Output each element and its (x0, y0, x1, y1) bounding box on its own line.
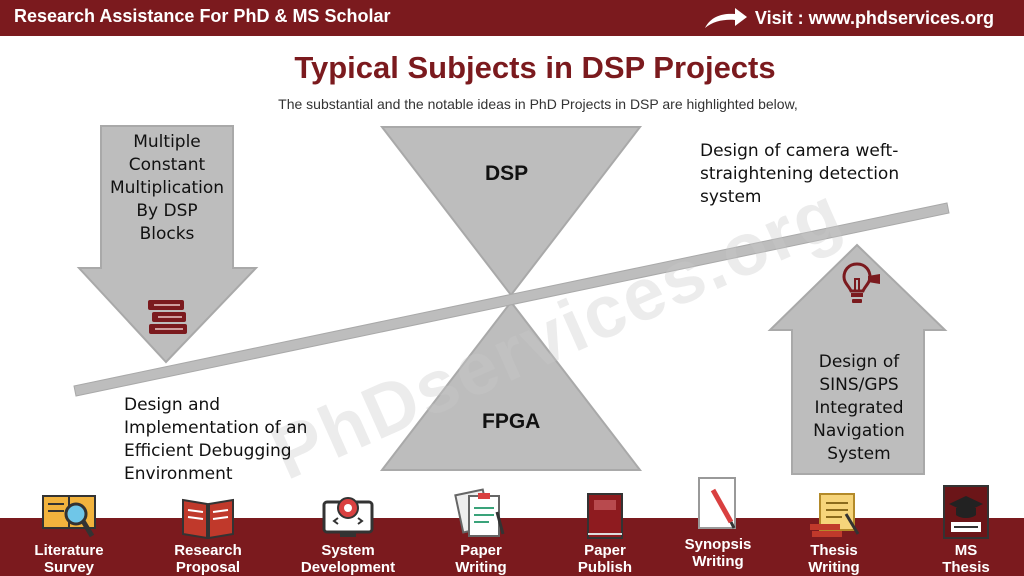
footer-label: Research Proposal (174, 542, 242, 576)
footer-item-literature-survey[interactable]: Literature Survey (9, 482, 129, 576)
dsp-label: DSP (485, 162, 529, 185)
research-proposal-icon (148, 482, 268, 540)
footer-item-synopsis-writing[interactable]: Synopsis Writing (658, 476, 778, 570)
ms-thesis-icon (906, 482, 1024, 540)
balance-beam (73, 202, 950, 397)
lightbulb-icon (841, 260, 883, 310)
footer-item-research-proposal[interactable]: Research Proposal (148, 482, 268, 576)
left-down-arrow (76, 125, 259, 364)
synopsis-writing-icon (658, 476, 778, 534)
literature-survey-icon (9, 482, 129, 540)
footer-label: Paper Publish (577, 542, 633, 576)
dsp-triangle (379, 126, 643, 297)
books-icon (146, 296, 190, 340)
paper-writing-icon (421, 482, 541, 540)
footer-label: System Development (300, 542, 396, 576)
top-right-text: Design of camera weft- straightening det… (700, 141, 900, 207)
thesis-writing-icon (774, 482, 894, 540)
system-development-icon (288, 482, 408, 540)
left-arrow-text: Multiple Constant Multiplication By DSP … (109, 132, 225, 244)
right-arrow-text: Design of SINS/GPS Integrated Navigation… (813, 352, 905, 464)
header-bar: Research Assistance For PhD & MS Scholar… (0, 0, 1024, 36)
footer-item-thesis-writing[interactable]: Thesis Writing (774, 482, 894, 576)
footer-label: Thesis Writing (808, 542, 860, 576)
visit-link[interactable]: Visit : www.phdservices.org (703, 6, 994, 30)
footer-item-system-development[interactable]: System Development (288, 482, 408, 576)
page-title: Typical Subjects in DSP Projects (294, 50, 776, 85)
paper-publish-icon (545, 482, 665, 540)
footer-label: Literature Survey (34, 542, 104, 576)
fpga-label: FPGA (482, 410, 541, 433)
right-up-arrow (767, 243, 948, 475)
fpga-triangle (379, 300, 643, 471)
page-subtitle: The substantial and the notable ideas in… (278, 96, 798, 112)
footer-label: Paper Writing (455, 542, 507, 576)
footer-label: MS Thesis (942, 542, 990, 576)
footer-item-paper-publish[interactable]: Paper Publish (545, 482, 665, 576)
arrow-icon (703, 6, 749, 30)
footer-item-ms-thesis[interactable]: MS Thesis (906, 482, 1024, 576)
visit-text: Visit : www.phdservices.org (754, 7, 994, 28)
footer-label: Synopsis Writing (684, 536, 752, 570)
footer-item-paper-writing[interactable]: Paper Writing (421, 482, 541, 576)
bottom-left-text: Design and Implementation of an Efficien… (124, 395, 308, 484)
brand-text: Research Assistance For PhD & MS Scholar (14, 6, 391, 26)
